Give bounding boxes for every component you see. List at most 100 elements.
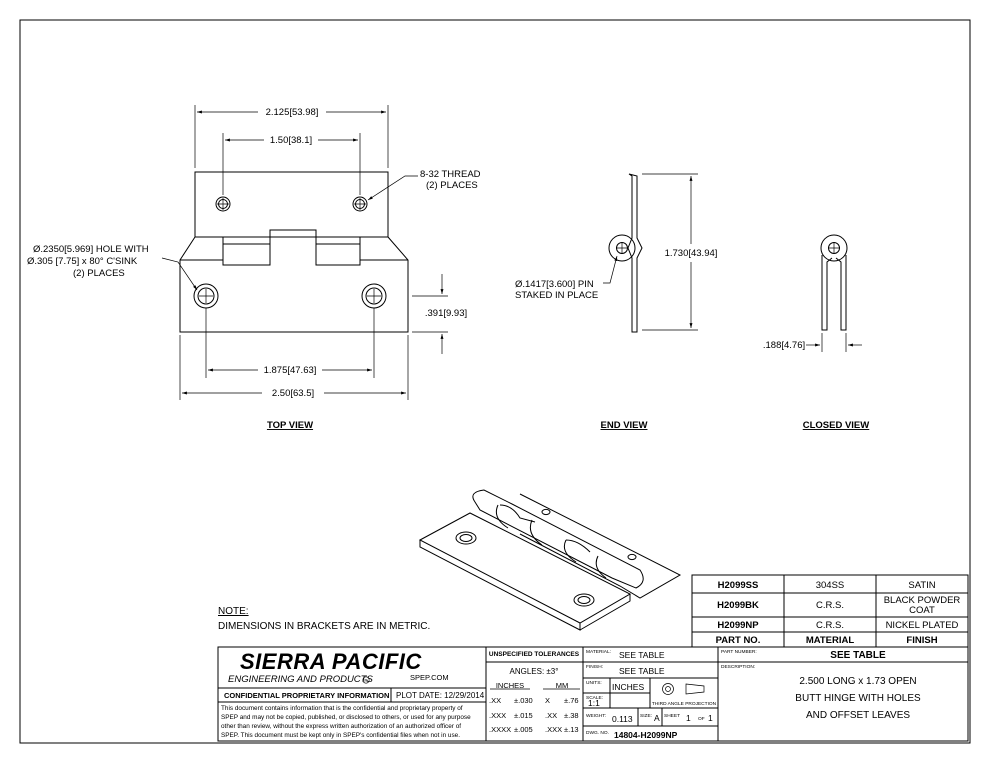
thread-hole-left: [215, 196, 231, 212]
partnum-value: SEE TABLE: [830, 650, 886, 661]
hole-callout-line3: (2) PLACES: [73, 268, 125, 279]
dim-bottom-hole-spacing: 1.875[47.63]: [264, 365, 317, 376]
dim-closed-thickness: .188[4.76]: [763, 340, 805, 351]
projection-label: THIRD ANGLE PROJECTION: [652, 701, 717, 707]
parts-header-part: PART NO.: [716, 635, 761, 646]
description-line1: 2.500 LONG x 1.73 OPEN: [799, 676, 916, 687]
units-value: INCHES: [612, 682, 644, 692]
tol-row1-in-fmt: .XX: [489, 696, 501, 705]
tol-row2-mm-fmt: .XX: [545, 711, 557, 720]
dim-bottom-width: 2.50[63.5]: [272, 388, 314, 399]
tol-row2-in-val: ±.015: [514, 711, 533, 720]
part-row2-finish-line1: BLACK POWDER: [884, 595, 961, 606]
finish-value: SEE TABLE: [619, 666, 665, 676]
tolerances-mm-header: MM: [556, 681, 569, 690]
part-row1-finish: SATIN: [908, 580, 935, 591]
company-website: SPEP.COM: [410, 673, 449, 682]
part-row2-finish-line2: COAT: [909, 605, 935, 616]
end-knuckle: [608, 234, 636, 262]
top-view: [179, 171, 409, 333]
sheet-label: SHEET: [664, 713, 680, 719]
thread-hole-right: [352, 196, 368, 212]
tol-row3-mm-fmt: .XXX: [545, 725, 562, 734]
scale-value: 1:1: [588, 698, 600, 708]
weight-label: WEIGHT:: [586, 713, 606, 719]
part-row1-part: H2099SS: [718, 580, 759, 591]
tolerances-title: UNSPECIFIED TOLERANCES: [489, 651, 580, 658]
confidential-label: CONFIDENTIAL PROPRIETARY INFORMATION: [224, 691, 389, 700]
description-label: DESCRIPTION:: [721, 664, 755, 670]
tol-row1-mm-fmt: X: [545, 696, 550, 705]
end-view: [608, 173, 643, 333]
dwg-number: 14804-H2099NP: [614, 730, 678, 740]
label-top-view: TOP VIEW: [267, 420, 313, 431]
projection-symbol-icon: [662, 683, 705, 695]
dim-hole-offset: .391[9.93]: [425, 308, 467, 319]
weight-value: 0.113: [612, 714, 633, 724]
top-leaf-upper: [194, 171, 389, 238]
confidential-text-3: other than review, without the express w…: [221, 723, 461, 730]
tol-row2-mm-val: ±.38: [564, 711, 579, 720]
dim-top-hole-spacing: 1.50[38.1]: [270, 135, 312, 146]
description-line3: AND OFFSET LEAVES: [806, 710, 910, 721]
finish-label: FINISH:: [586, 664, 603, 670]
size-label: SIZE:: [640, 713, 652, 719]
thread-callout-line1: 8-32 THREAD: [420, 169, 481, 180]
dim-open-height: 1.730[43.94]: [665, 248, 718, 259]
part-row1-material: 304SS: [816, 580, 845, 591]
top-leaf-lower: [179, 236, 409, 333]
tol-row3-in-val: ±.005: [514, 725, 533, 734]
company-name: SIERRA PACIFIC: [240, 649, 422, 674]
part-row3-material: C.R.S.: [816, 620, 844, 631]
part-row2-material: C.R.S.: [816, 600, 844, 611]
note-text: DIMENSIONS IN BRACKETS ARE IN METRIC.: [218, 621, 430, 632]
title-block: [217, 646, 969, 742]
parts-header-material: MATERIAL: [806, 635, 855, 646]
iso-leaf-left: [418, 512, 632, 624]
closed-knuckle: [820, 234, 848, 262]
top-knuckles: [222, 237, 361, 266]
tol-row2-in-fmt: .XXX: [489, 711, 506, 720]
closed-leaves: [821, 255, 847, 331]
sheet-border: [19, 19, 971, 744]
of-label: OF: [698, 716, 705, 722]
registered-letter: R: [364, 678, 368, 683]
sheet-value: 1: [686, 713, 691, 723]
tol-row1-mm-val: ±.76: [564, 696, 579, 705]
iso-leaf-right: [519, 493, 682, 599]
confidential-text-4: SPEP. This document must be kept only in…: [221, 732, 460, 739]
iso-knuckle-barrel: [472, 489, 644, 589]
partnum-label: PART NUMBER:: [721, 649, 757, 655]
description-line2: BUTT HINGE WITH HOLES: [795, 693, 921, 704]
tol-row1-in-val: ±.030: [514, 696, 533, 705]
of-value: 1: [708, 713, 713, 723]
plot-date: PLOT DATE: 12/29/2014: [396, 691, 485, 700]
part-row3-part: H2099NP: [717, 620, 759, 631]
note-title: NOTE:: [218, 606, 249, 617]
tolerances-inches-header: INCHES: [496, 681, 524, 690]
dwg-label: DWG. NO.: [586, 730, 609, 736]
tol-row3-mm-val: ±.13: [564, 725, 579, 734]
dim-top-width: 2.125[53.98]: [266, 107, 319, 118]
part-row2-part: H2099BK: [717, 600, 759, 611]
company-subtitle: ENGINEERING AND PRODUCTS: [228, 674, 373, 685]
part-row3-finish: NICKEL PLATED: [886, 620, 959, 631]
pin-callout-line1: Ø.1417[3.600] PIN: [515, 279, 594, 290]
label-closed-view: CLOSED VIEW: [803, 420, 870, 431]
end-leaf: [627, 173, 643, 333]
closed-view: [820, 234, 848, 331]
confidential-text-2: SPEP and may not be copied, published, o…: [221, 714, 471, 721]
units-label: UNITS:: [586, 680, 602, 686]
hole-callout-line1: Ø.2350[5.969] HOLE WITH: [33, 244, 149, 255]
confidential-text-1: This document contains information that …: [221, 705, 463, 712]
scale-label: SCALE:: [586, 695, 603, 701]
label-end-view: END VIEW: [601, 420, 648, 431]
parts-header-finish: FINISH: [906, 635, 937, 646]
material-label: MATERIAL:: [586, 649, 611, 655]
hole-callout-line2: Ø.305 [7.75] x 80° C'SINK: [27, 256, 138, 267]
isometric-view: [418, 489, 682, 631]
size-value: A: [654, 713, 660, 723]
thread-callout-line2: (2) PLACES: [426, 180, 478, 191]
